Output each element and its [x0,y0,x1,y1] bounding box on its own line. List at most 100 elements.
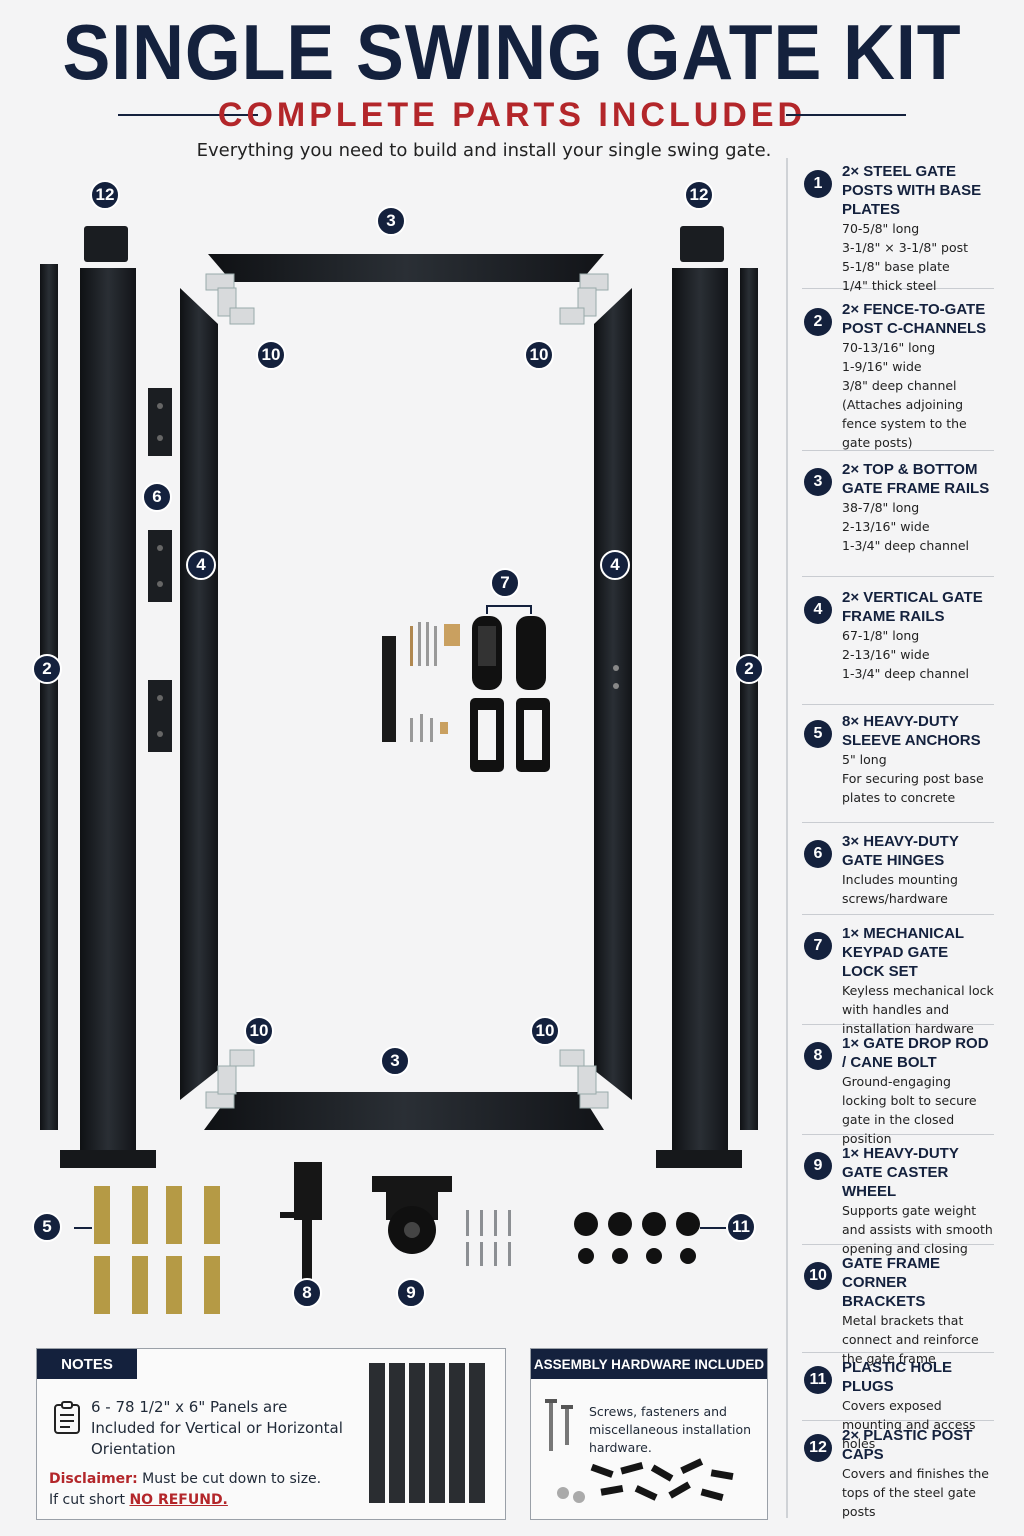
part-spec: 70-13/16" long [842,340,936,355]
top-rail [208,254,604,282]
part-title: 2× TOP & BOTTOM GATE FRAME RAILS [842,461,990,497]
disclaimer-label: Disclaimer: [49,1471,138,1487]
page-title: SINGLE SWING GATE KIT [62,8,962,96]
part-spec: For securing post base plates to concret… [842,771,984,805]
part-spec: 1-3/4" deep channel [842,538,969,553]
part-title: 1× GATE DROP ROD / CANE BOLT [842,1035,989,1071]
callout-9: 9 [396,1278,426,1308]
hardware-text: Screws, fasteners and miscellaneous inst… [589,1404,752,1455]
callout-2-right: 2 [734,654,764,684]
part-spec: 1/4" thick steel [842,278,937,293]
caster-wheel [372,1176,452,1254]
left-post [80,268,136,1150]
right-post [672,268,728,1150]
part-spec: Covers and finishes the tops of the stee… [842,1466,989,1519]
part-number-badge: 12 [804,1434,832,1462]
disclaimer-text: Must be cut down to size. [142,1471,322,1487]
refund-prefix: If cut short [49,1492,125,1508]
bottom-rail [204,1092,604,1130]
callout-10-tr: 10 [524,340,554,370]
corner-bracket-br [559,1049,609,1109]
part-spec: 67-1/8" long [842,628,920,643]
part-spec: 5" long [842,752,887,767]
part-number-badge: 7 [804,932,832,960]
part-item-5: 5 8× HEAVY-DUTY SLEEVE ANCHORS 5" long F… [802,712,994,823]
part-spec: 1-3/4" deep channel [842,666,969,681]
part-spec: 3-1/8" × 3-1/8" post [842,240,969,255]
part-title: 2× PLASTIC POST CAPS [842,1427,973,1463]
hinge-top [148,388,172,456]
sidebar-divider [786,158,788,1518]
callout-12-left: 12 [90,180,120,210]
disclaimer-line: Disclaimer: Must be cut down to size. [49,1471,321,1487]
callout-10-tl: 10 [256,340,286,370]
part-spec: Supports gate weight and assists with sm… [842,1203,993,1256]
notes-text: 6 - 78 1/2" x 6" Panels are Included for… [91,1398,343,1458]
corner-bracket-bl [205,1049,255,1109]
callout-8: 8 [292,1278,322,1308]
corner-bracket-tl [205,273,255,325]
part-number-badge: 2 [804,308,832,336]
callout-10-bl: 10 [244,1016,274,1046]
hardware-heading: ASSEMBLY HARDWARE INCLUDED [531,1349,767,1379]
part-spec: 38-7/8" long [842,500,920,515]
refund-emphasis: NO REFUND. [129,1492,228,1508]
part-number-badge: 6 [804,840,832,868]
part-title: 8× HEAVY-DUTY SLEEVE ANCHORS [842,713,981,749]
part-spec: (Attaches adjoining fence system to the … [842,397,967,450]
sleeve-anchors [94,1186,220,1314]
left-c-channel [40,264,58,1130]
part-item-4: 4 2× VERTICAL GATE FRAME RAILS 67-1/8" l… [802,588,994,705]
refund-line: If cut short NO REFUND. [49,1492,228,1508]
part-number-badge: 5 [804,720,832,748]
screws-icon [545,1399,573,1451]
left-vertical-rail [180,288,218,1100]
part-item-7: 7 1× MECHANICAL KEYPAD GATE LOCK SET Key… [802,924,994,1036]
part-number-badge: 3 [804,468,832,496]
panels-illustration [369,1363,485,1503]
callout-10-br: 10 [530,1016,560,1046]
callout-5: 5 [32,1212,62,1242]
hardware-box: ASSEMBLY HARDWARE INCLUDED Screws, faste… [530,1348,768,1520]
callout-3-top: 3 [376,206,406,236]
parts-illustration [40,226,758,1314]
part-number-badge: 9 [804,1152,832,1180]
left-post-cap [84,226,128,262]
part-item-9: 9 1× HEAVY-DUTY GATE CASTER WHEEL Suppor… [802,1144,994,1256]
part-item-6: 6 3× HEAVY-DUTY GATE HINGES Includes mou… [802,832,994,915]
corner-bracket-tr [559,273,609,325]
part-spec: 2-13/16" wide [842,519,930,534]
clipboard-icon [54,1401,80,1434]
callout-2-left: 2 [32,654,62,684]
callout-11: 11 [726,1212,756,1242]
subtitle-rule-right [786,114,906,116]
part-spec: 5-1/8" base plate [842,259,950,274]
callout-12-right: 12 [684,180,714,210]
part-title: 3× HEAVY-DUTY GATE HINGES [842,833,959,869]
callout-6: 6 [142,482,172,512]
part-item-2: 2 2× FENCE-TO-GATE POST C-CHANNELS 70-13… [802,300,994,451]
hole-plugs [574,1212,700,1264]
part-number-badge: 4 [804,596,832,624]
part-title: 2× FENCE-TO-GATE POST C-CHANNELS [842,301,987,337]
callout-4-left: 4 [186,550,216,580]
part-spec: 1-9/16" wide [842,359,922,374]
fasteners-illustration [557,1458,734,1503]
loose-screws [466,1210,511,1266]
drop-rod [280,1162,322,1280]
subtitle-row: COMPLETE PARTS INCLUDED [0,96,1024,136]
tagline: Everything you need to build and install… [196,140,772,161]
part-spec: Metal brackets that connect and reinforc… [842,1313,979,1366]
part-number-badge: 10 [804,1262,832,1290]
part-title: 2× STEEL GATE POSTS WITH BASE PLATES [842,163,982,218]
part-item-10: 10 GATE FRAME CORNER BRACKETS Metal brac… [802,1254,994,1366]
part-spec: Ground-engaging locking bolt to secure g… [842,1074,977,1146]
part-spec: 3/8" deep channel [842,378,957,393]
hinge-middle [148,530,172,602]
part-title: GATE FRAME CORNER BRACKETS [842,1255,941,1310]
right-base-plate [656,1150,742,1168]
part-title: 1× MECHANICAL KEYPAD GATE LOCK SET [842,925,964,980]
part-spec: 70-5/8" long [842,221,920,236]
part-title: 2× VERTICAL GATE FRAME RAILS [842,589,983,625]
callout-7: 7 [490,568,520,598]
